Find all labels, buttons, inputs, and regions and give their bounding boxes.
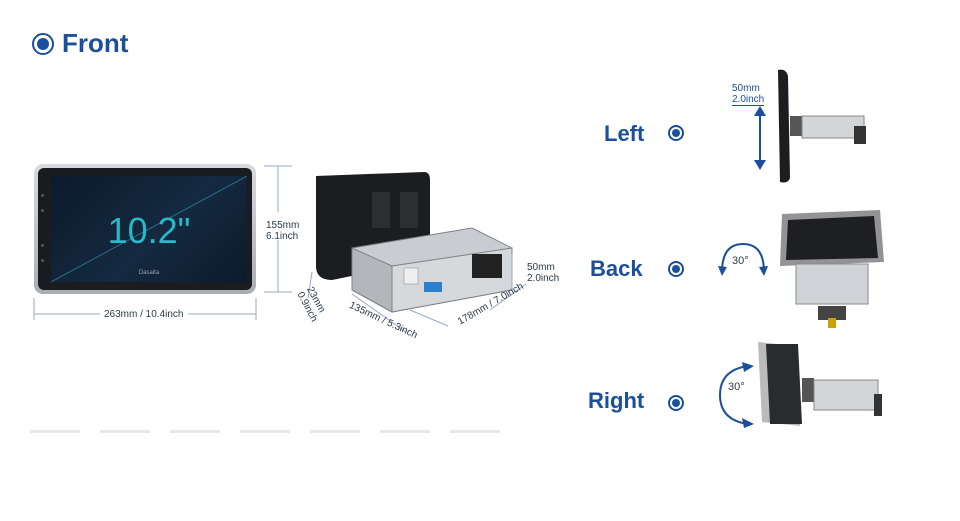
rotate-arrow-icon	[718, 362, 754, 428]
radio-bullet-icon	[32, 32, 54, 55]
side-dimension-lines	[307, 254, 527, 333]
left-view-dim: 50mm 2.0inch	[732, 83, 765, 106]
radio-bullet-icon	[668, 395, 684, 411]
left-view-dim-inch: 2.0inch	[732, 94, 765, 106]
radio-bullet-icon	[668, 261, 684, 277]
screen-display: 10.2" Dasaita	[51, 176, 247, 282]
front-dimension-lines	[33, 165, 292, 320]
right-angle-label: 30°	[728, 381, 745, 393]
side-height-dim: 50mm 2.0inch	[527, 262, 559, 284]
view-label-right: Right	[588, 388, 645, 413]
bottom-divider	[30, 430, 520, 433]
radio-bullet-icon	[668, 125, 684, 141]
front-screen-device: 10.2" Dasaita	[34, 164, 256, 294]
side-unit-device	[312, 170, 537, 315]
rotate-arrow-icon	[718, 242, 768, 276]
view-label-left: Left	[604, 121, 645, 146]
left-view-device	[778, 69, 866, 183]
side-height-mm: 50mm	[527, 262, 555, 273]
brand-logo: Dasaita	[138, 270, 160, 276]
side-height-inch: 2.0inch	[527, 273, 560, 284]
front-height-inch: 6.1inch	[266, 231, 299, 242]
screen-size-label: 10.2"	[107, 210, 191, 251]
back-angle-label: 30°	[732, 255, 749, 267]
front-height-mm: 155mm	[266, 220, 300, 231]
section-heading: Front	[32, 28, 128, 59]
right-view-device	[758, 342, 882, 426]
back-view-device	[780, 210, 884, 328]
vertical-arrow-icon	[754, 106, 766, 170]
front-width-dim: 263mm / 10.4inch	[104, 309, 184, 320]
front-height-dim: 155mm 6.1inch	[266, 220, 299, 242]
heading-label: Front	[62, 28, 129, 58]
view-label-back: Back	[590, 256, 643, 281]
left-view-dim-mm: 50mm	[732, 83, 760, 94]
